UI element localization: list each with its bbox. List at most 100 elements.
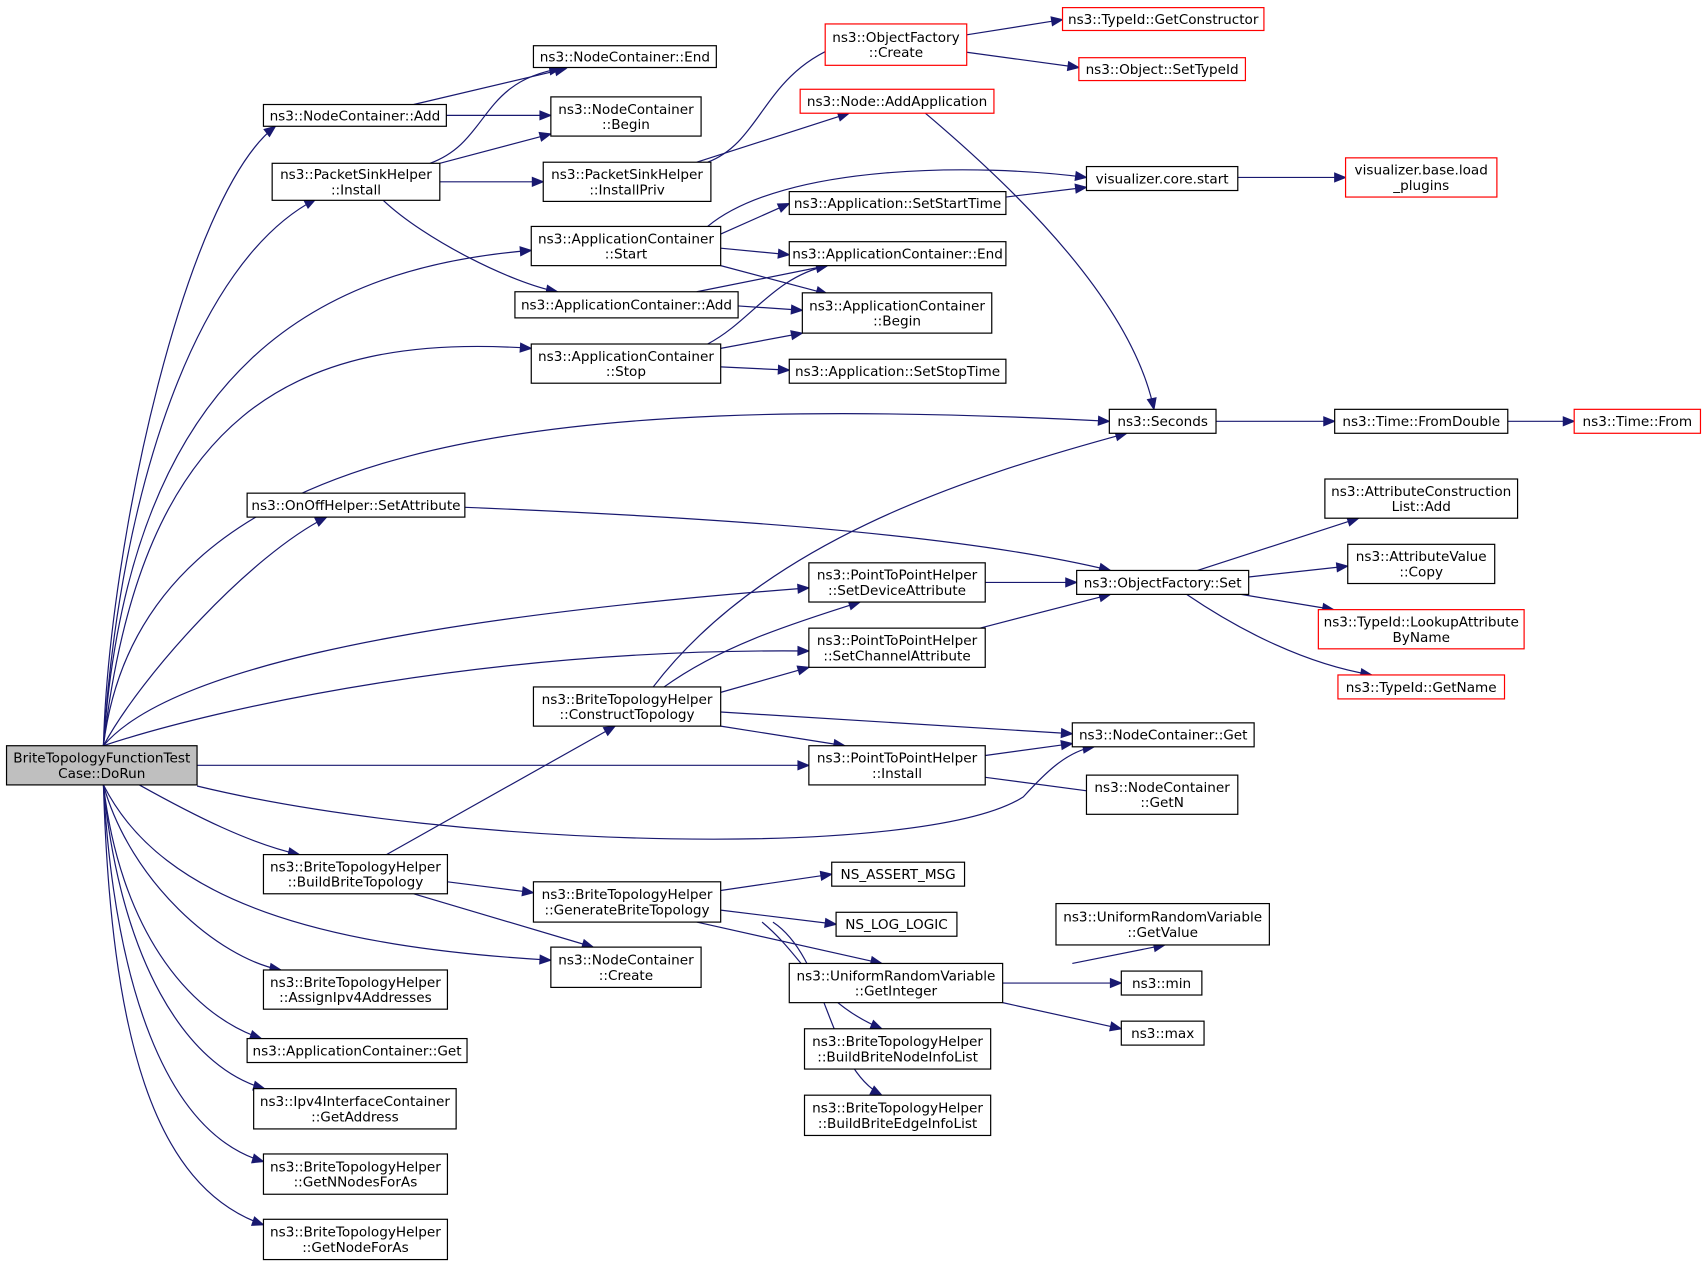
node-box	[550, 96, 702, 137]
edge-arrowhead	[1323, 416, 1337, 427]
node-box	[530, 225, 722, 267]
edge-line	[196, 746, 1095, 840]
node-viz-start[interactable]: visualizer.core.start	[1085, 165, 1239, 192]
node-box	[788, 358, 1007, 384]
node-ns-max[interactable]: ns3::max	[1120, 1020, 1205, 1046]
edge-arrowhead	[796, 665, 811, 676]
node-tid-getctor[interactable]: ns3::TypeId::GetConstructor	[1061, 7, 1265, 32]
node-label-line: ns3::BriteTopologyHelper	[270, 975, 441, 991]
node-bth-edgeinfo[interactable]: ns3::BriteTopologyHelper::BuildBriteEdge…	[803, 1094, 992, 1137]
edge-line	[663, 601, 861, 688]
edge-line	[1186, 593, 1372, 676]
node-bth-assign[interactable]: ns3::BriteTopologyHelper::AssignIpv4Addr…	[262, 969, 449, 1010]
node-label-line: ns3::BriteTopologyHelper	[270, 1225, 441, 1241]
node-label-line: ::ConstructTopology	[560, 707, 695, 723]
node-ac-end[interactable]: ns3::ApplicationContainer::End	[788, 241, 1007, 267]
node-bth-generate[interactable]: ns3::BriteTopologyHelper::GenerateBriteT…	[532, 881, 722, 923]
node-bth-getnnodes[interactable]: ns3::BriteTopologyHelper::GetNNodesForAs	[262, 1153, 449, 1195]
node-ac-begin[interactable]: ns3::ApplicationContainer::Begin	[801, 292, 993, 334]
node-ns-min[interactable]: ns3::min	[1120, 970, 1203, 996]
node-p2p-setdev[interactable]: ns3::PointToPointHelper::SetDeviceAttrib…	[808, 562, 986, 603]
node-ns-assert[interactable]: NS_ASSERT_MSG	[831, 861, 966, 887]
node-tid-getname[interactable]: ns3::TypeId::GetName	[1337, 674, 1506, 700]
node-label-line: ns3::PacketSinkHelper	[280, 167, 432, 183]
node-label-line: ns3::NodeContainer::Add	[270, 108, 441, 124]
node-bth-build[interactable]: ns3::BriteTopologyHelper::BuildBriteTopo…	[262, 853, 449, 895]
node-label-line: ns3::TypeId::GetName	[1346, 680, 1497, 696]
edge-line	[985, 742, 1073, 757]
node-ac-stop[interactable]: ns3::ApplicationContainer::Stop	[530, 343, 722, 384]
node-label-line: ::Begin	[873, 314, 921, 330]
edge-line	[139, 784, 300, 856]
node-urv-getvalue[interactable]: ns3::UniformRandomVariable::GetValue	[1055, 902, 1270, 946]
edge-psh_install-to-psh_installpriv	[439, 176, 545, 187]
node-av-copy[interactable]: ns3::AttributeValue::Copy	[1347, 543, 1496, 585]
node-label-line: ::Start	[605, 247, 647, 263]
node-label-line: ns3::Application::SetStartTime	[794, 196, 1001, 212]
node-bth-construct[interactable]: ns3::BriteTopologyHelper::ConstructTopol…	[532, 686, 722, 727]
node-label-line: ::InstallPriv	[589, 182, 664, 198]
node-of-set[interactable]: ns3::ObjectFactory::Set	[1076, 569, 1250, 596]
edge-root-to-bth_getnodeforas	[102, 784, 265, 1226]
edge-root-to-p2p_setchan	[103, 645, 811, 747]
node-label-line: ns3::Time::FromDouble	[1342, 414, 1500, 430]
node-psh-install[interactable]: ns3::PacketSinkHelper::Install	[271, 162, 441, 201]
node-box	[1076, 569, 1250, 596]
node-app-setstart[interactable]: ns3::Application::SetStartTime	[788, 191, 1007, 216]
node-ac-add[interactable]: ns3::ApplicationContainer::Add	[514, 291, 739, 319]
node-onoff-setattr[interactable]: ns3::OnOffHelper::SetAttribute	[246, 492, 466, 518]
edge-arrowhead	[1060, 727, 1074, 739]
node-viz-load[interactable]: visualizer.base.load_plugins	[1344, 157, 1498, 198]
node-label-line: ns3::NodeContainer	[558, 102, 694, 118]
node-ipv4-getaddr[interactable]: ns3::Ipv4InterfaceContainer::GetAddress	[253, 1088, 457, 1130]
node-time-fromdouble[interactable]: ns3::Time::FromDouble	[1334, 408, 1509, 434]
edge-root-to-nc_create	[102, 784, 553, 965]
node-node-addapp[interactable]: ns3::Node::AddApplication	[799, 88, 995, 114]
node-p2p-setchan[interactable]: ns3::PointToPointHelper::SetChannelAttri…	[808, 627, 986, 668]
node-label-line: ::SetChannelAttribute	[823, 648, 970, 664]
edge-bth_construct-to-p2p_setchan	[720, 665, 811, 693]
node-nc-add[interactable]: ns3::NodeContainer::Add	[262, 103, 447, 127]
node-nc-begin[interactable]: ns3::NodeContainer::Begin	[550, 96, 702, 137]
node-ac-start[interactable]: ns3::ApplicationContainer::Start	[530, 225, 722, 267]
edge-arrowhead	[1562, 416, 1576, 427]
node-label-line: ::SetDeviceAttribute	[828, 583, 966, 599]
edge-ac_start-to-ac_end	[720, 247, 791, 259]
edge-line	[707, 265, 828, 345]
edge-bth_construct-to-p2p_setdev	[663, 600, 862, 688]
node-box	[788, 962, 1004, 1004]
node-seconds[interactable]: ns3::Seconds	[1108, 408, 1217, 434]
node-obj-settypeid[interactable]: ns3::Object::SetTypeId	[1078, 57, 1247, 82]
node-app-setstop[interactable]: ns3::Application::SetStopTime	[788, 358, 1007, 384]
node-bth-getnodeforas[interactable]: ns3::BriteTopologyHelper::GetNodeForAs	[262, 1218, 449, 1261]
edge-line	[924, 112, 1155, 410]
node-urv-getint[interactable]: ns3::UniformRandomVariable::GetInteger	[788, 962, 1004, 1004]
edge-arrowhead	[250, 1216, 265, 1226]
node-label-line: ns3::BriteTopologyHelper	[542, 692, 713, 708]
node-ns-log[interactable]: NS_LOG_LOGIC	[835, 911, 958, 937]
edge-arrowhead	[797, 645, 811, 657]
node-nc-getn[interactable]: ns3::NodeContainer::GetN	[1085, 774, 1239, 815]
node-time-from[interactable]: ns3::Time::From	[1573, 408, 1702, 434]
node-bth-nodeinfo[interactable]: ns3::BriteTopologyHelper::BuildBriteNode…	[803, 1028, 992, 1070]
edge-arrowhead	[824, 917, 838, 928]
edge-arrowhead	[1060, 739, 1074, 751]
edge-line	[1002, 1002, 1122, 1030]
node-nc-end[interactable]: ns3::NodeContainer::End	[532, 45, 717, 69]
edge-bth_build-to-bth_construct	[386, 725, 617, 856]
edge-arrowhead	[539, 110, 553, 121]
node-p2p-install[interactable]: ns3::PointToPointHelper::Install	[808, 745, 986, 786]
node-of-create[interactable]: ns3::ObjectFactory::Create	[824, 23, 968, 66]
edge-root-to-onoff_setattr	[102, 516, 328, 747]
node-box	[801, 292, 993, 334]
edge-line	[413, 68, 567, 106]
edge-ac_stop-to-ac_begin	[720, 330, 804, 349]
node-psh-installpriv[interactable]: ns3::PacketSinkHelper::InstallPriv	[542, 161, 712, 202]
node-nc-create[interactable]: ns3::NodeContainer::Create	[550, 946, 702, 989]
node-nc-get[interactable]: ns3::NodeContainer::Get	[1071, 722, 1255, 748]
node-box	[271, 162, 441, 201]
node-ac-get[interactable]: ns3::ApplicationContainer::Get	[246, 1037, 468, 1064]
